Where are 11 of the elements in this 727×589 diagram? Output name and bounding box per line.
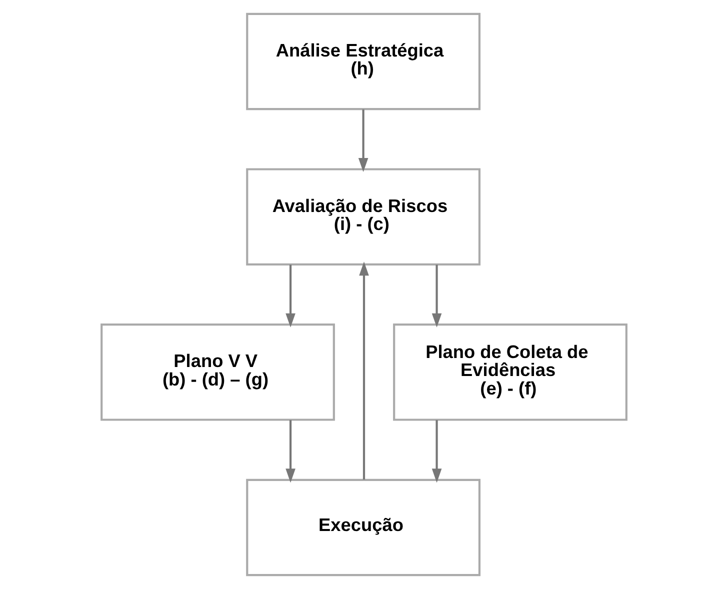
arrow [358, 109, 368, 172]
node-box: Execução [246, 478, 480, 576]
node-box: Plano de Coleta de Evidências (e) - (f) [392, 324, 627, 421]
arrow [431, 264, 442, 328]
arrow [285, 420, 295, 483]
node-box: Plano V V (b) - (d) – (g) [100, 324, 334, 421]
arrow [285, 264, 295, 328]
node-box: Análise Estratégica (h) [246, 12, 480, 110]
arrow [431, 420, 442, 483]
node-box: Avaliação de Riscos (i) - (c) [246, 168, 480, 266]
arrow [358, 262, 368, 480]
